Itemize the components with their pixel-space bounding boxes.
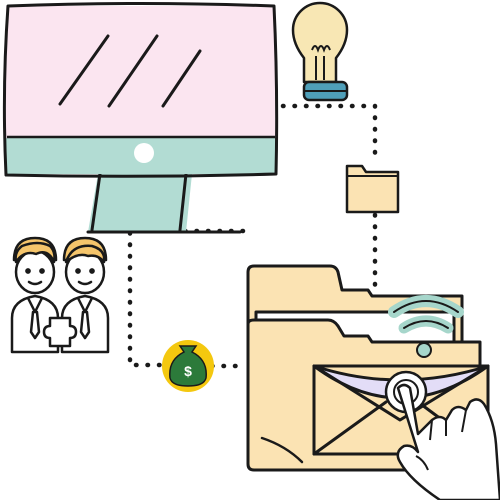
monitor-power-button bbox=[134, 143, 154, 163]
folder-icon bbox=[345, 164, 400, 214]
connector-monitor-to-bulb bbox=[280, 103, 378, 163]
puzzle-piece bbox=[42, 316, 78, 348]
monitor-stand bbox=[88, 174, 192, 232]
screen-reflection-lines bbox=[58, 34, 202, 108]
businessmen-pair bbox=[10, 236, 110, 354]
businessman-right bbox=[60, 236, 110, 354]
monitor-screen bbox=[6, 6, 275, 138]
computer-monitor bbox=[2, 2, 279, 234]
wifi-icon bbox=[388, 295, 464, 358]
businessman-left bbox=[10, 236, 60, 354]
money-bag-icon: $ bbox=[162, 340, 214, 392]
pointing-hand-icon bbox=[396, 383, 500, 500]
lightbulb-icon bbox=[291, 1, 349, 102]
money-bag-symbol: $ bbox=[184, 363, 192, 379]
